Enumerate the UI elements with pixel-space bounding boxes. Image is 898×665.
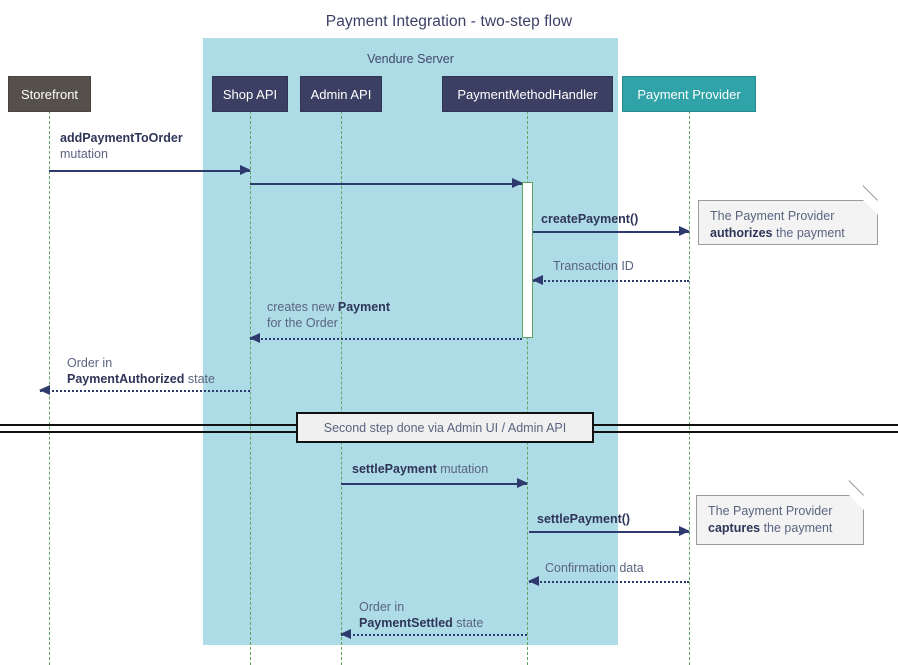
message-label-transaction-id-text: Transaction ID: [553, 259, 634, 273]
note-fold-corner-icon: [849, 495, 864, 510]
message-label-creates-new-payment: creates new Payment for the Order: [267, 299, 390, 331]
participant-shop-api-label: Shop API: [222, 86, 278, 102]
activation-bar-payment-method-handler: [522, 182, 533, 338]
arrowhead-left-icon: [532, 275, 543, 285]
participant-payment-provider-label: Payment Provider: [637, 86, 741, 102]
note-authorizes-bold: authorizes: [710, 226, 773, 240]
arrowhead-right-icon: [517, 478, 528, 488]
message-line: [533, 280, 689, 282]
participant-admin-api[interactable]: Admin API: [300, 76, 382, 112]
arrowhead-right-icon: [679, 226, 690, 236]
message-label-settle-payment-call: settlePayment(): [537, 511, 630, 527]
message-line: [250, 338, 522, 340]
message-label-creates-new-payment-bold: Payment: [337, 300, 390, 314]
diagram-title: Payment Integration - two-step flow: [325, 13, 573, 30]
message-label-transaction-id: Transaction ID: [553, 258, 634, 274]
message-line: [40, 390, 250, 392]
arrowhead-right-icon: [679, 526, 690, 536]
message-line: [250, 183, 522, 185]
participant-admin-api-label: Admin API: [310, 86, 372, 102]
message-label-create-payment-bold: createPayment(): [541, 212, 639, 226]
message-label-confirmation-data-text: Confirmation data: [545, 561, 644, 575]
message-line: [49, 170, 250, 172]
note-provider-authorizes: The Payment Provider authorizes the paym…: [698, 185, 878, 245]
note-captures-bold: captures: [708, 521, 761, 535]
message-label-order-payment-settled-post: state: [452, 616, 484, 630]
message-label-settle-payment-mutation-bold: settlePayment: [352, 462, 437, 476]
message-label-creates-new-payment-pre: creates new: [267, 300, 338, 314]
message-label-order-payment-authorized-bold: PaymentAuthorized: [67, 372, 185, 386]
arrowhead-left-icon: [340, 629, 351, 639]
lifeline-shop-api: [250, 111, 251, 665]
message-label-confirmation-data: Confirmation data: [545, 560, 644, 576]
message-label-order-payment-authorized-post: state: [184, 372, 215, 386]
message-label-order-payment-settled-bold: PaymentSettled: [359, 616, 453, 630]
note-fold-line-icon: [862, 185, 878, 201]
participant-shop-api[interactable]: Shop API: [212, 76, 288, 112]
arrowhead-right-icon: [240, 165, 251, 175]
note-authorizes-line1: The Payment Provider: [710, 209, 835, 223]
participant-payment-method-handler[interactable]: PaymentMethodHandler: [442, 76, 613, 112]
message-line: [529, 581, 689, 583]
message-label-settle-payment-mutation-post: mutation: [436, 462, 489, 476]
message-label-creates-new-payment-line2: for the Order: [267, 316, 338, 330]
message-label-create-payment: createPayment(): [541, 211, 638, 227]
note-authorizes-line2-rest: the payment: [772, 226, 845, 240]
arrowhead-left-icon: [528, 576, 539, 586]
arrowhead-left-icon: [39, 385, 50, 395]
lifeline-payment-method-handler: [527, 111, 528, 665]
participant-payment-provider[interactable]: Payment Provider: [622, 76, 756, 112]
message-line: [533, 231, 689, 233]
arrowhead-right-icon: [512, 178, 523, 188]
lifeline-payment-provider: [689, 111, 690, 665]
message-line: [341, 634, 527, 636]
divider-label-box: Second step done via Admin UI / Admin AP…: [296, 412, 594, 443]
participant-storefront-label: Storefront: [20, 86, 79, 102]
message-label-add-payment-to-order: addPaymentToOrder mutation: [60, 130, 183, 162]
note-fold-corner-icon: [863, 200, 878, 215]
group-box-vendure-server: [203, 38, 618, 645]
message-label-settle-payment-call-bold: settlePayment(): [537, 512, 631, 526]
message-line: [341, 483, 527, 485]
participant-payment-method-handler-label: PaymentMethodHandler: [457, 86, 598, 102]
lifeline-admin-api: [341, 111, 342, 665]
message-label-order-payment-authorized-line1: Order in: [67, 356, 113, 370]
note-captures-line1: The Payment Provider: [708, 504, 833, 518]
group-label-vendure-server: Vendure Server: [367, 52, 454, 66]
arrowhead-left-icon: [249, 333, 260, 343]
message-label-settle-payment-mutation: settlePayment mutation: [352, 461, 488, 477]
message-label-order-payment-settled-line1: Order in: [359, 600, 405, 614]
message-label-order-payment-settled: Order in PaymentSettled state: [359, 599, 483, 631]
note-captures-line2-rest: the payment: [760, 521, 833, 535]
message-label-add-payment-to-order-bold: addPaymentToOrder: [60, 131, 183, 145]
note-provider-captures: The Payment Provider captures the paymen…: [696, 480, 864, 545]
participant-storefront[interactable]: Storefront: [8, 76, 91, 112]
message-line: [529, 531, 689, 533]
note-fold-line-icon: [848, 480, 864, 496]
message-label-add-payment-to-order-line2: mutation: [60, 147, 108, 161]
message-label-order-payment-authorized: Order in PaymentAuthorized state: [67, 355, 215, 387]
divider-label-text: Second step done via Admin UI / Admin AP…: [323, 420, 567, 435]
